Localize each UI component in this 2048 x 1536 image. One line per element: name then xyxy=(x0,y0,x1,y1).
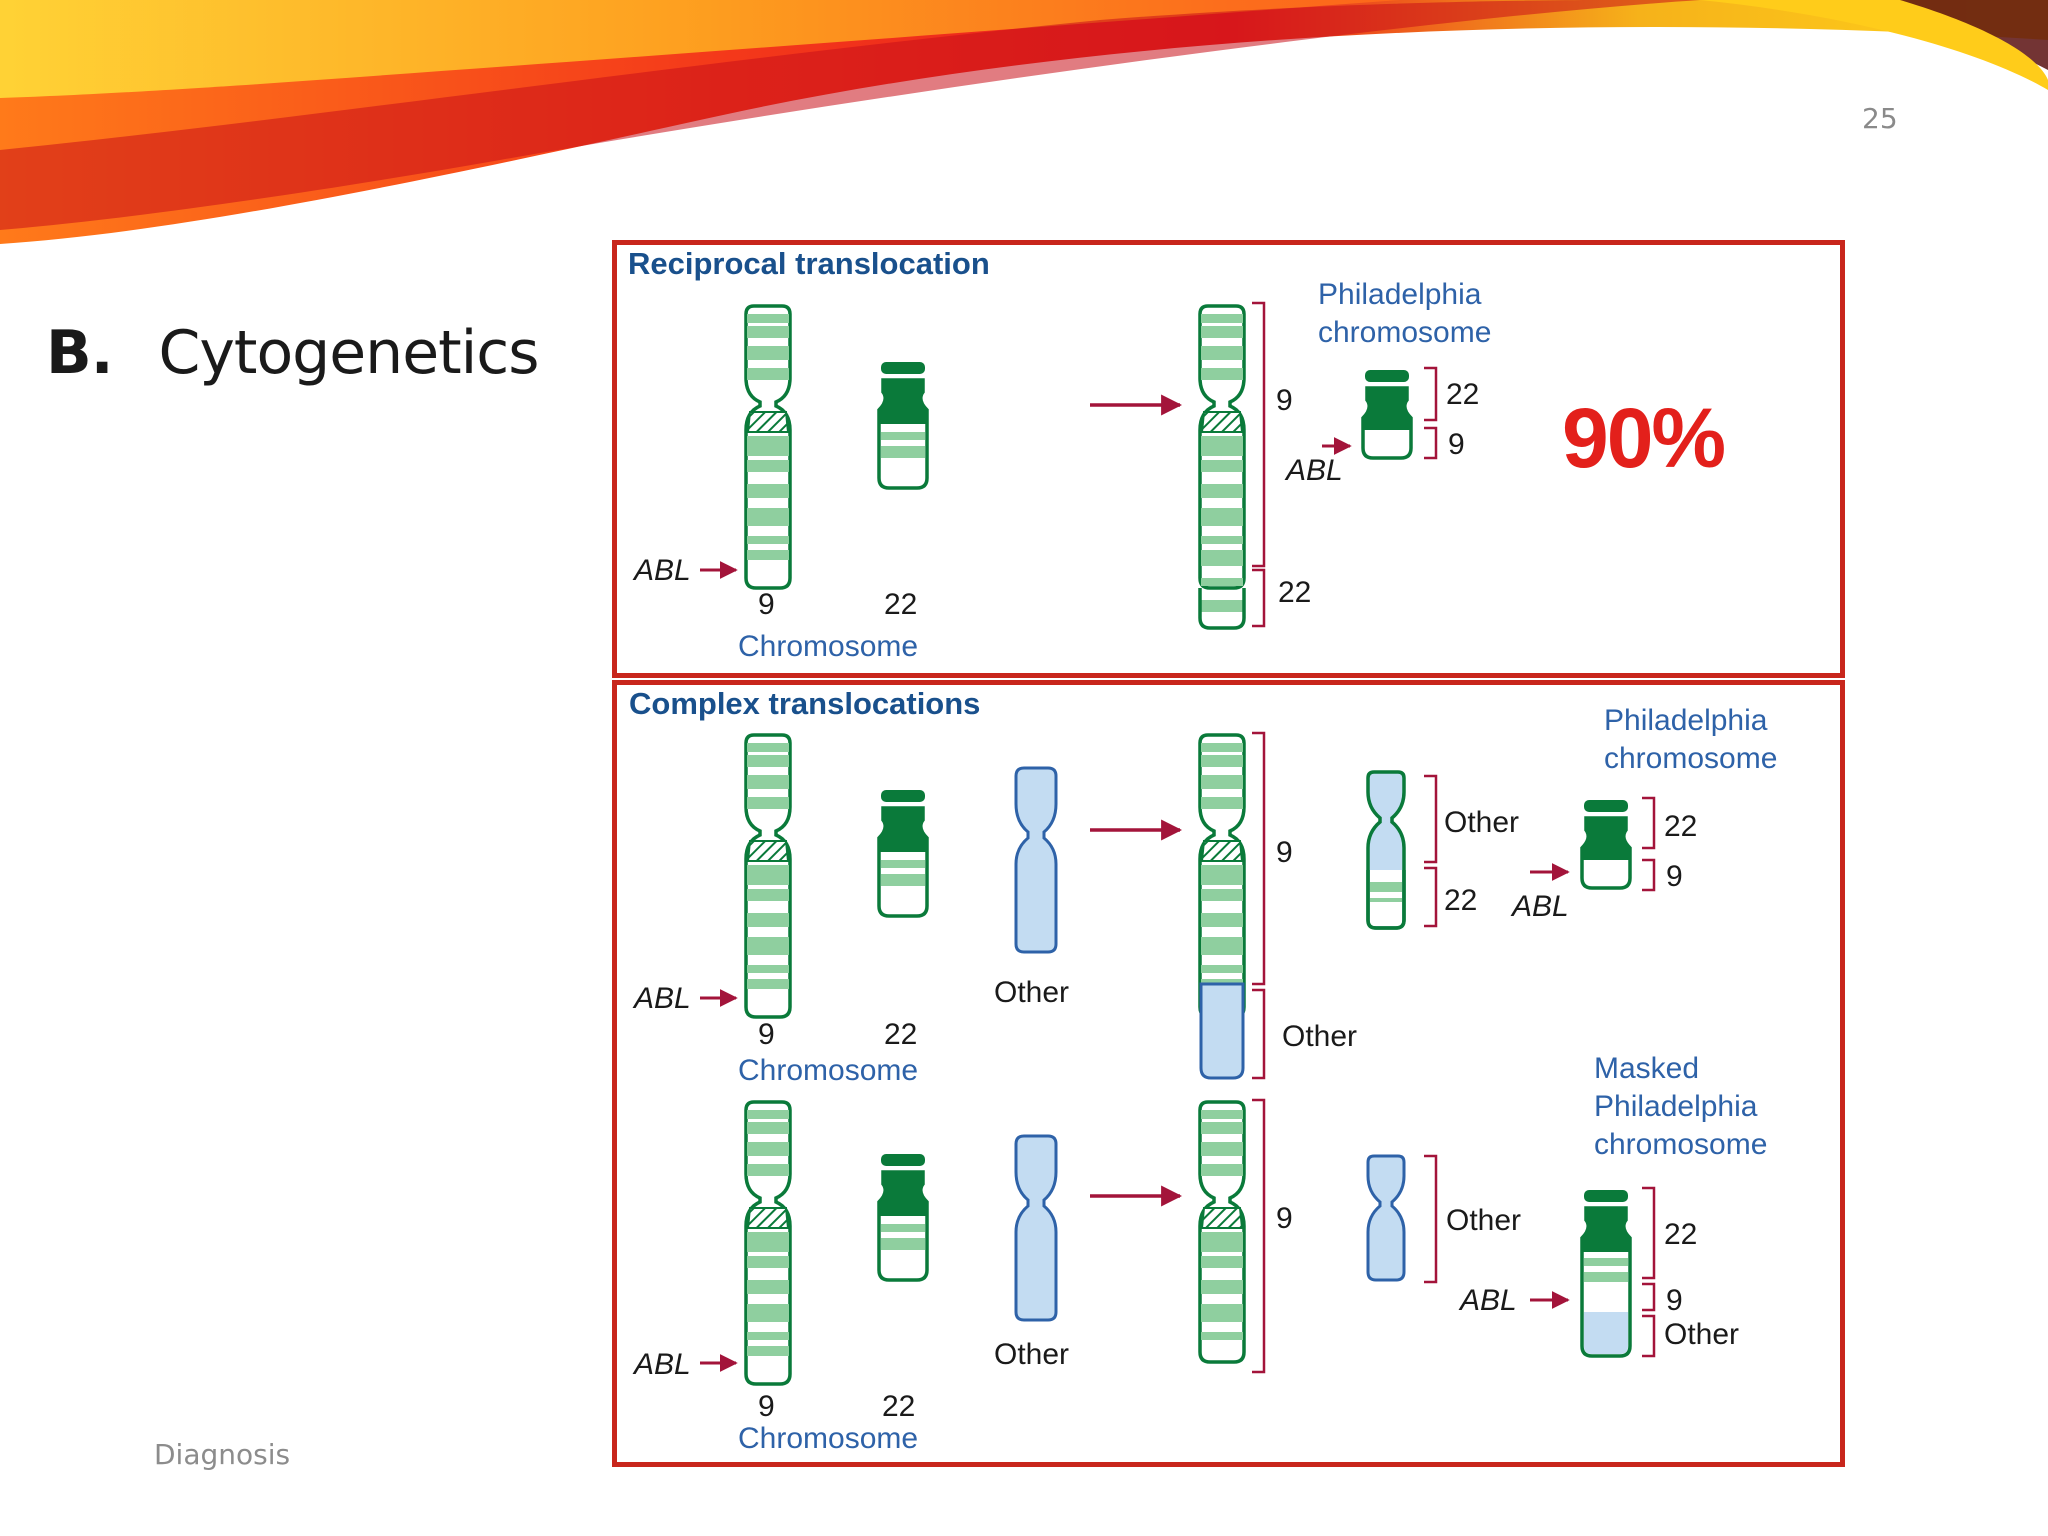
row2-other-chromosome xyxy=(1014,1134,1058,1322)
chrom9-label: 9 xyxy=(758,588,775,621)
row2-abl-label: ABL xyxy=(634,1348,691,1381)
row1-other-label: Other xyxy=(994,976,1070,1009)
row1-abl-label: ABL xyxy=(634,982,691,1015)
row1-bracket-9 xyxy=(1252,731,1266,986)
row1-ph-bracket-9-label: 9 xyxy=(1666,860,1683,893)
row1-ph-bracket-9 xyxy=(1642,858,1656,892)
philadelphia-label-line2: chromosome xyxy=(1318,316,1492,349)
row1-derivative-chromosome-9 xyxy=(1198,733,1246,1080)
row2-masked-philadelphia-chromosome xyxy=(1580,1190,1632,1358)
masked-label-line3: chromosome xyxy=(1594,1128,1768,1161)
ph-bracket-22-label: 22 xyxy=(1446,378,1480,411)
row2-ph-abl-label: ABL xyxy=(1460,1284,1517,1317)
row2-derother-bracket-other xyxy=(1424,1154,1438,1284)
derivative-chromosome-9 xyxy=(1198,304,1246,630)
row1-ph-bracket-22-label: 22 xyxy=(1664,810,1698,843)
row1-derother-bracket-other-label: Other xyxy=(1444,806,1520,839)
reciprocal-translocation-title: Reciprocal translocation xyxy=(628,246,990,281)
footer-text: Diagnosis xyxy=(154,1438,291,1471)
row2-ph-bracket-22-label: 22 xyxy=(1664,1218,1698,1251)
row2-derivative-other xyxy=(1366,1154,1406,1282)
row1-chromosome-9 xyxy=(744,733,792,1019)
row2-other-label: Other xyxy=(994,1338,1070,1371)
row2-ph-bracket-22 xyxy=(1642,1186,1656,1280)
row1-philadelphia-label-line1: Philadelphia xyxy=(1604,704,1768,737)
row1-derivative-other xyxy=(1366,770,1406,930)
ph-bracket-9-label: 9 xyxy=(1448,428,1465,461)
row2-derivative-chromosome-9 xyxy=(1198,1100,1246,1364)
row1-chrom9-label: 9 xyxy=(758,1018,775,1051)
reciprocal-translocation-panel xyxy=(612,240,1845,678)
row2-chrom9-label: 9 xyxy=(758,1390,775,1423)
bracket-22 xyxy=(1252,568,1266,628)
row1-derother-bracket-other xyxy=(1424,774,1438,864)
row2-bracket-9 xyxy=(1252,1098,1266,1374)
abl-label: ABL xyxy=(634,554,691,587)
row2-chrom22-label: 22 xyxy=(882,1390,916,1423)
complex-translocations-title: Complex translocations xyxy=(629,686,981,721)
row2-ph-bracket-9 xyxy=(1642,1282,1656,1312)
slide-title: B. Cytogenetics xyxy=(46,318,540,388)
row1-other-chromosome xyxy=(1014,766,1058,954)
row1-derother-bracket-22-label: 22 xyxy=(1444,884,1478,917)
der9-bracket-9-label: 9 xyxy=(1276,384,1293,417)
masked-label-line1: Masked xyxy=(1594,1052,1700,1085)
row2-chromosome-22 xyxy=(877,1152,929,1282)
complex-translocations-panel xyxy=(612,680,1845,1467)
row1-chromosome-label: Chromosome xyxy=(738,1054,919,1087)
title-text: Cytogenetics xyxy=(158,318,540,388)
row1-bracket-other xyxy=(1252,988,1266,1080)
row1-philadelphia-label-line2: chromosome xyxy=(1604,742,1778,775)
page-number: 25 xyxy=(1862,102,1898,135)
row1-der9-bracket-other-label: Other xyxy=(1282,1020,1358,1053)
philadelphia-chromosome xyxy=(1361,368,1413,460)
row1-chrom22-label: 22 xyxy=(884,1018,918,1051)
bracket-9 xyxy=(1252,301,1266,568)
chromosome-22 xyxy=(877,360,929,490)
chromosome-9 xyxy=(744,304,792,590)
der9-bracket-22-label: 22 xyxy=(1278,576,1312,609)
title-number: B. xyxy=(46,318,114,388)
masked-label-line2: Philadelphia xyxy=(1594,1090,1758,1123)
row2-ph-bracket-other xyxy=(1642,1314,1656,1358)
row1-ph-abl-label: ABL xyxy=(1512,890,1569,923)
row1-der9-bracket-9-label: 9 xyxy=(1276,836,1293,869)
row1-derother-bracket-22 xyxy=(1424,866,1438,928)
chrom22-label: 22 xyxy=(884,588,918,621)
row2-derother-bracket-other-label: Other xyxy=(1446,1204,1522,1237)
decorative-swoosh-banner xyxy=(0,0,2048,244)
ph-bracket-22 xyxy=(1424,366,1438,422)
row1-chromosome-22 xyxy=(877,788,929,918)
percentage-label: 90% xyxy=(1562,391,1726,485)
row2-ph-bracket-9-label: 9 xyxy=(1666,1284,1683,1317)
ph-bracket-9 xyxy=(1424,426,1438,460)
row2-ph-bracket-other-label: Other xyxy=(1664,1318,1740,1351)
philadelphia-label-line1: Philadelphia xyxy=(1318,278,1482,311)
row2-chromosome-label: Chromosome xyxy=(738,1422,919,1455)
chromosome-label: Chromosome xyxy=(738,630,919,663)
row1-philadelphia-chromosome xyxy=(1580,798,1632,890)
row2-der9-bracket-9-label: 9 xyxy=(1276,1202,1293,1235)
row2-chromosome-9 xyxy=(744,1100,792,1386)
row1-ph-bracket-22 xyxy=(1642,796,1656,850)
ph-abl-label: ABL xyxy=(1286,454,1343,487)
